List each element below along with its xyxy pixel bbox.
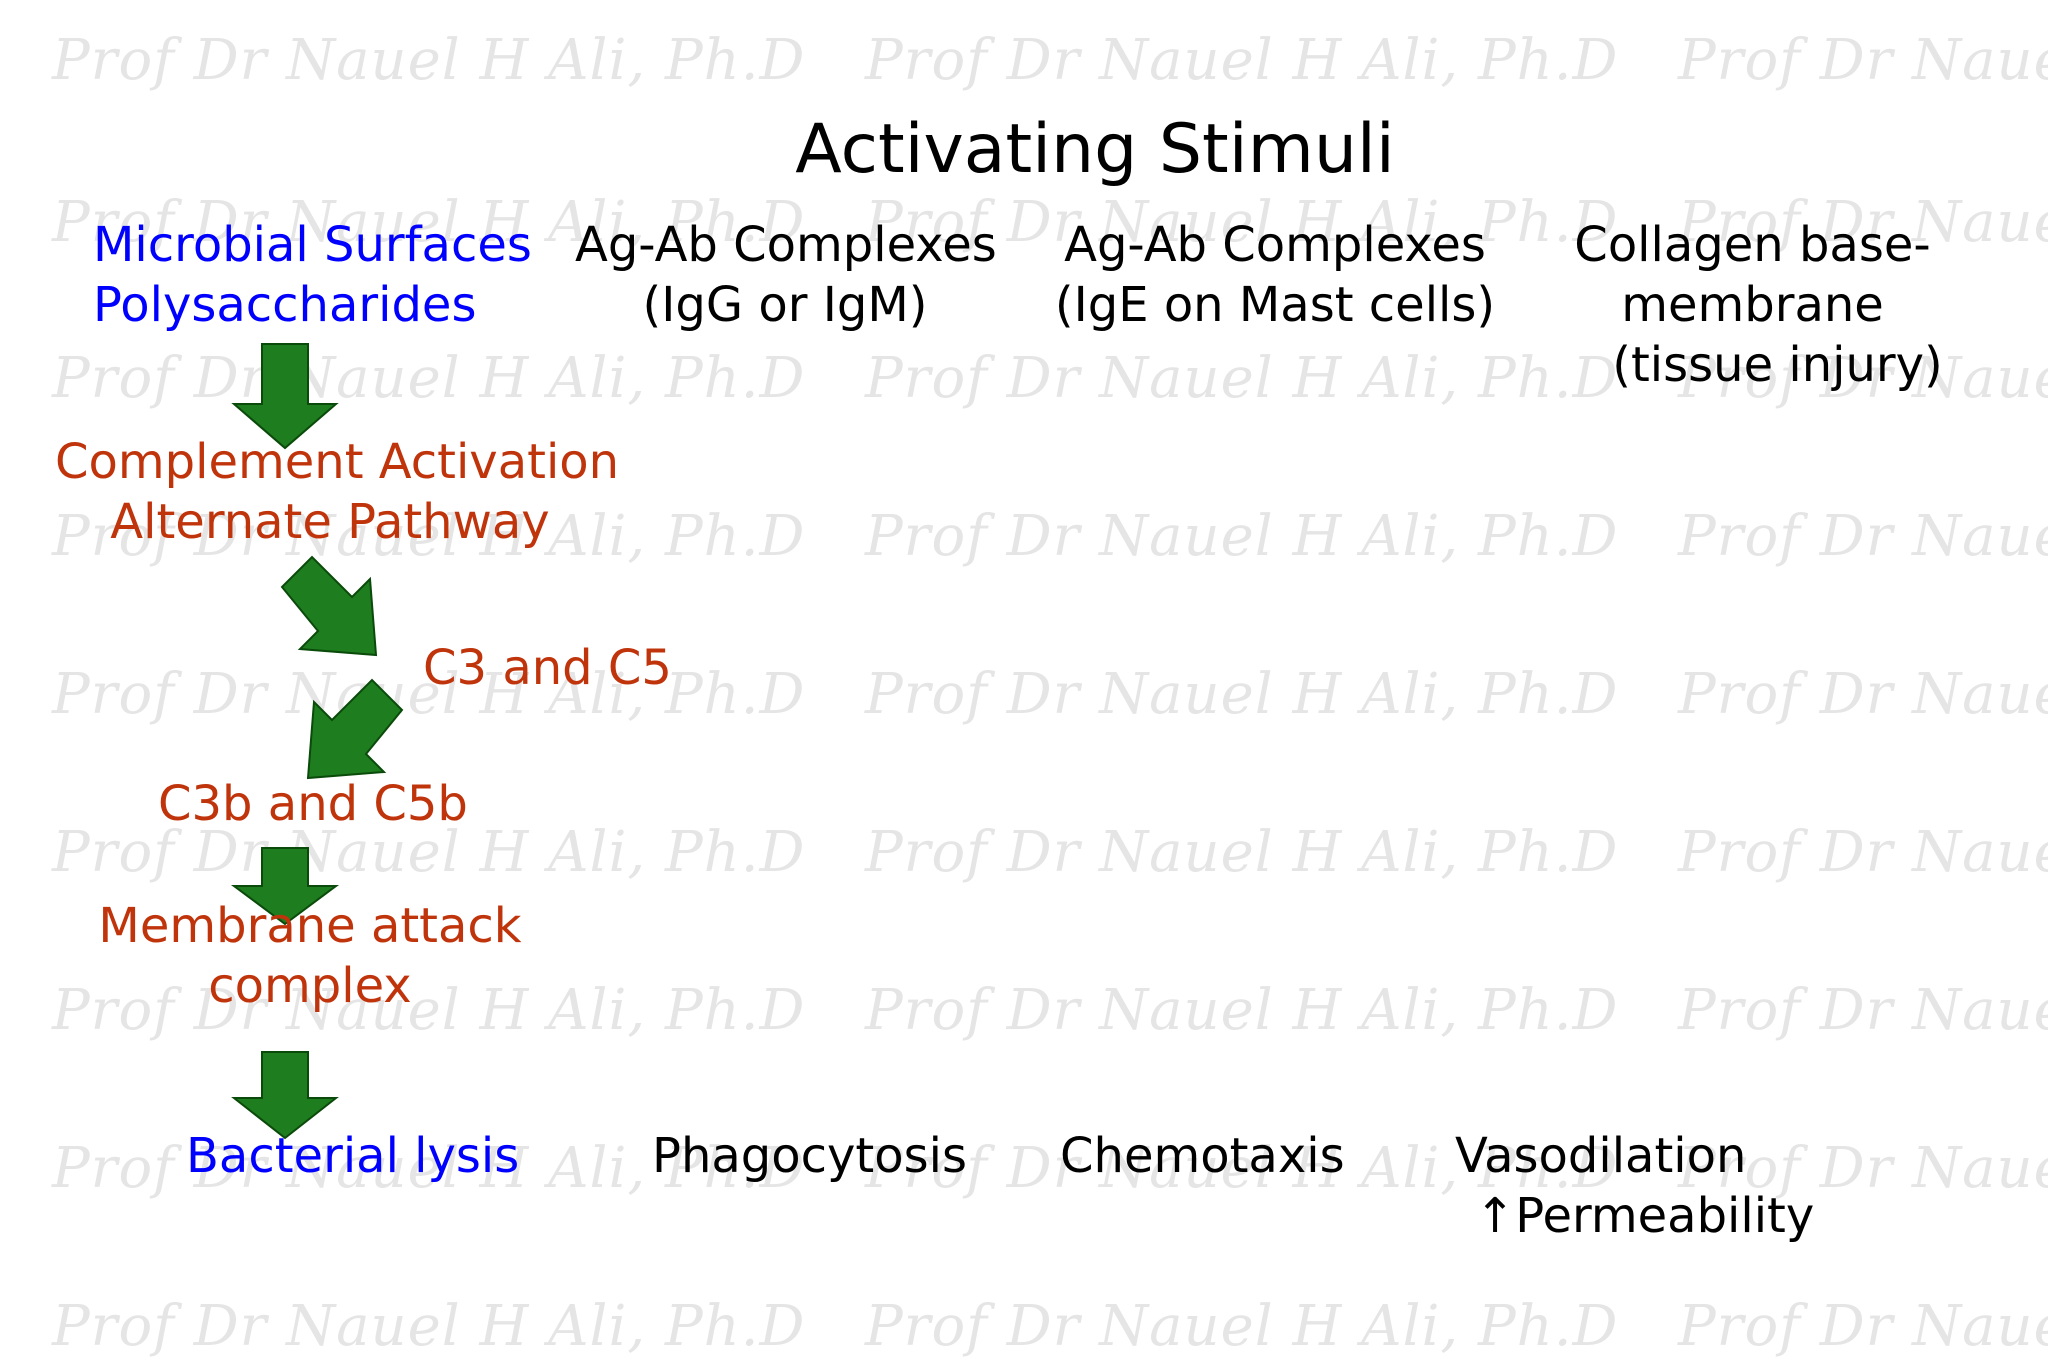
pathway-line: Alternate Pathway — [110, 494, 550, 550]
stimulus-line: Collagen base- — [1574, 217, 1931, 273]
outcome-line: ↑Permeability — [1475, 1188, 1815, 1244]
watermark: Prof Dr Nauel H Ali, Ph.D — [865, 978, 1619, 1043]
outcome-phagocytosis: Phagocytosis — [652, 1128, 967, 1184]
watermark: Prof Dr Nauel H Ali, Ph.D — [1678, 190, 2048, 255]
watermark: Prof Dr Nauel H Ali, Ph.D — [865, 346, 1619, 411]
watermark: Prof Dr Nauel H Ali, Ph.D — [52, 346, 806, 411]
watermark: Prof Dr Nauel H Ali, Ph.D — [865, 190, 1619, 255]
diagonal-arrow-icon — [306, 678, 404, 780]
watermark: Prof Dr Nauel H Ali, Ph.D — [52, 504, 806, 569]
stimulus-collagen: Collagen base- membrane (tissue injury) — [1555, 215, 1950, 395]
stimulus-line: Ag-Ab Complexes — [1064, 217, 1486, 273]
watermark: Prof Dr Nauel H Ali, Ph.D — [1678, 346, 2048, 411]
watermark: Prof Dr Nauel H Ali, Ph.D — [1678, 504, 2048, 569]
stimulus-line: membrane — [1621, 277, 1884, 333]
watermark: Prof Dr Nauel H Ali, Ph.D — [865, 1136, 1619, 1201]
pathway-line: complex — [208, 958, 412, 1014]
watermark: Prof Dr Nauel H Ali, Ph.D — [865, 820, 1619, 885]
down-arrow-icon — [230, 847, 340, 926]
c3b-c5b-label: C3b and C5b — [158, 776, 468, 832]
watermark: Prof Dr Nauel H Ali, Ph.D — [865, 504, 1619, 569]
stimulus-line: Microbial Surfaces — [93, 217, 532, 273]
outcome-line: Vasodilation — [1455, 1128, 1747, 1184]
watermark: Prof Dr Nauel H Ali, Ph.D — [52, 1294, 806, 1359]
outcome-bacterial-lysis: Bacterial lysis — [186, 1128, 520, 1184]
watermark: Prof Dr Nauel H Ali, Ph.D — [52, 190, 806, 255]
stimulus-line: Ag-Ab Complexes — [575, 217, 997, 273]
pathway-line: Complement Activation — [55, 434, 620, 490]
watermark: Prof Dr Nauel H Ali, Ph.D — [1678, 28, 2048, 93]
membrane-attack-complex: Membrane attack complex — [70, 896, 550, 1016]
stimulus-agab-ige: Ag-Ab Complexes (IgE on Mast cells) — [1035, 215, 1515, 335]
stimulus-microbial: Microbial Surfaces Polysaccharides — [93, 215, 532, 335]
stimulus-line: (tissue injury) — [1612, 337, 1943, 393]
outcome-chemotaxis: Chemotaxis — [1060, 1128, 1345, 1184]
watermark: Prof Dr Nauel H Ali, Ph.D — [52, 28, 806, 93]
watermark: Prof Dr Nauel H Ali, Ph.D — [1678, 662, 2048, 727]
stimulus-line: (IgG or IgM) — [642, 277, 928, 333]
pathway-line: Membrane attack — [98, 898, 522, 954]
stimulus-line: (IgE on Mast cells) — [1054, 277, 1496, 333]
page-title: Activating Stimuli — [795, 110, 1395, 189]
watermark: Prof Dr Nauel H Ali, Ph.D — [52, 1136, 806, 1201]
diagonal-arrow-icon — [280, 555, 378, 657]
watermark: Prof Dr Nauel H Ali, Ph.D — [52, 820, 806, 885]
watermark: Prof Dr Nauel H Ali, Ph.D — [1678, 1294, 2048, 1359]
watermark: Prof Dr Nauel H Ali, Ph.D — [1678, 978, 2048, 1043]
watermark: Prof Dr Nauel H Ali, Ph.D — [1678, 1136, 2048, 1201]
c3-c5-label: C3 and C5 — [423, 640, 672, 696]
down-arrow-icon — [231, 343, 339, 450]
stimulus-line: Polysaccharides — [93, 277, 477, 333]
stimulus-agab-igg: Ag-Ab Complexes (IgG or IgM) — [575, 215, 997, 335]
watermark: Prof Dr Nauel H Ali, Ph.D — [1678, 820, 2048, 885]
watermark: Prof Dr Nauel H Ali, Ph.D — [865, 1294, 1619, 1359]
down-arrow-icon — [231, 1051, 339, 1140]
watermark: Prof Dr Nauel H Ali, Ph.D — [865, 28, 1619, 93]
watermark: Prof Dr Nauel H Ali, Ph.D — [52, 662, 806, 727]
complement-activation: Complement Activation Alternate Pathway — [55, 432, 620, 552]
watermark: Prof Dr Nauel H Ali, Ph.D — [52, 978, 806, 1043]
outcome-vasodilation: Vasodilation ↑Permeability — [1455, 1126, 1814, 1246]
watermark: Prof Dr Nauel H Ali, Ph.D — [865, 662, 1619, 727]
